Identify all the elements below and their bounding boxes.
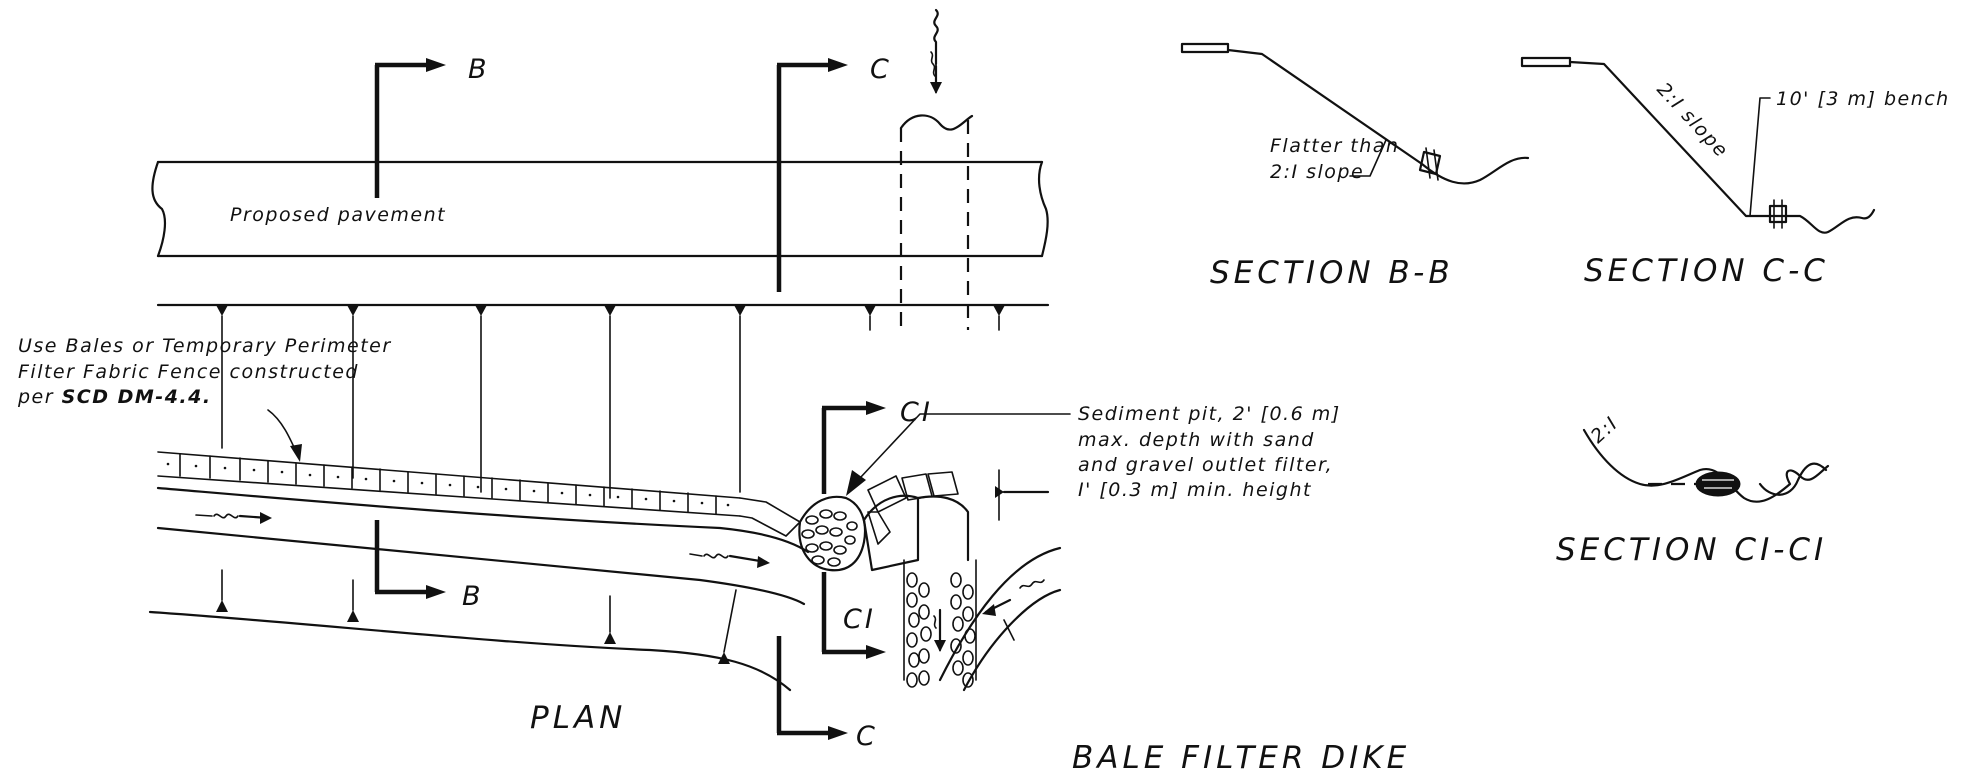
section-c1-label: SECTION CI-CI	[1556, 532, 1827, 568]
sediment-pit	[798, 494, 970, 572]
cut-line-b-top: B	[374, 54, 490, 198]
bales-note: Use Bales or Temporary Perimeter Filter …	[17, 335, 392, 462]
sediment-note-line-3: and gravel outlet filter,	[1078, 454, 1333, 476]
flow-arrow-icon	[930, 82, 942, 94]
cut-line-c1-top: CI	[821, 397, 933, 494]
sediment-fill-c1	[1695, 471, 1741, 497]
cut-label-c-bottom: C	[856, 721, 878, 752]
gravel-outlet	[903, 469, 1050, 688]
bales-note-line-3: per SCD DM-4.4.	[17, 386, 212, 408]
section-c-c: 2:I slope 10' [3 m] bench SECTION C-C	[1520, 56, 1950, 289]
bale-icon-bb	[1418, 147, 1442, 181]
cut-label-c1-bottom: CI	[843, 604, 876, 635]
drawing-title: BALE FILTER DIKE	[1072, 740, 1410, 774]
bales-note-line-2: Filter Fabric Fence constructed	[18, 361, 359, 383]
culvert-pipe	[899, 8, 974, 330]
plan-label: PLAN	[530, 700, 626, 736]
bale-icon-cc	[1768, 199, 1788, 229]
flatter-slope-line-2: 2:I slope	[1270, 161, 1364, 183]
sediment-note-line-2: max. depth with sand	[1078, 429, 1315, 451]
cut-line-c-top: C	[776, 54, 892, 292]
hinge-ticks	[216, 305, 1005, 316]
sediment-note-line-1: Sediment pit, 2' [0.6 m]	[1078, 403, 1341, 425]
cut-label-b-bottom: B	[462, 581, 484, 612]
cut-line-c-bottom: C	[776, 636, 878, 752]
shoulder-line	[156, 303, 1050, 499]
bales-note-line-1: Use Bales or Temporary Perimeter	[18, 335, 392, 357]
cut-label-c-top: C	[870, 54, 892, 85]
sediment-pit-note: Sediment pit, 2' [0.6 m] max. depth with…	[846, 403, 1341, 501]
section-c1-c1: 2:I SECTION CI-CI	[1556, 412, 1830, 568]
flatter-slope-line-1: Flatter than	[1270, 135, 1399, 157]
section-bb-label: SECTION B-B	[1210, 255, 1454, 291]
pavement-label: Proposed pavement	[230, 204, 446, 226]
flow-arrow-ditch-right	[689, 553, 770, 568]
bale-row	[157, 451, 959, 545]
ditch-channel	[148, 486, 1062, 692]
cut-label-c1-top: CI	[900, 397, 933, 428]
pavement: Proposed pavement	[151, 160, 1049, 258]
cut-line-b-bottom: B	[374, 520, 484, 612]
sediment-note-line-4: I' [0.3 m] min. height	[1078, 479, 1312, 501]
bench-label: 10' [3 m] bench	[1776, 88, 1950, 110]
section-cc-label: SECTION C-C	[1584, 253, 1829, 289]
section-b-b: Flatter than 2:I slope SECTION B-B	[1180, 42, 1530, 291]
plan-view: Proposed pavement	[17, 8, 1341, 752]
cut-label-b-top: B	[468, 54, 490, 85]
flow-arrow-ditch-left	[195, 512, 272, 524]
slope-21-label: 2:I slope	[1652, 78, 1732, 162]
cut-line-c1-bottom: CI	[821, 572, 886, 659]
